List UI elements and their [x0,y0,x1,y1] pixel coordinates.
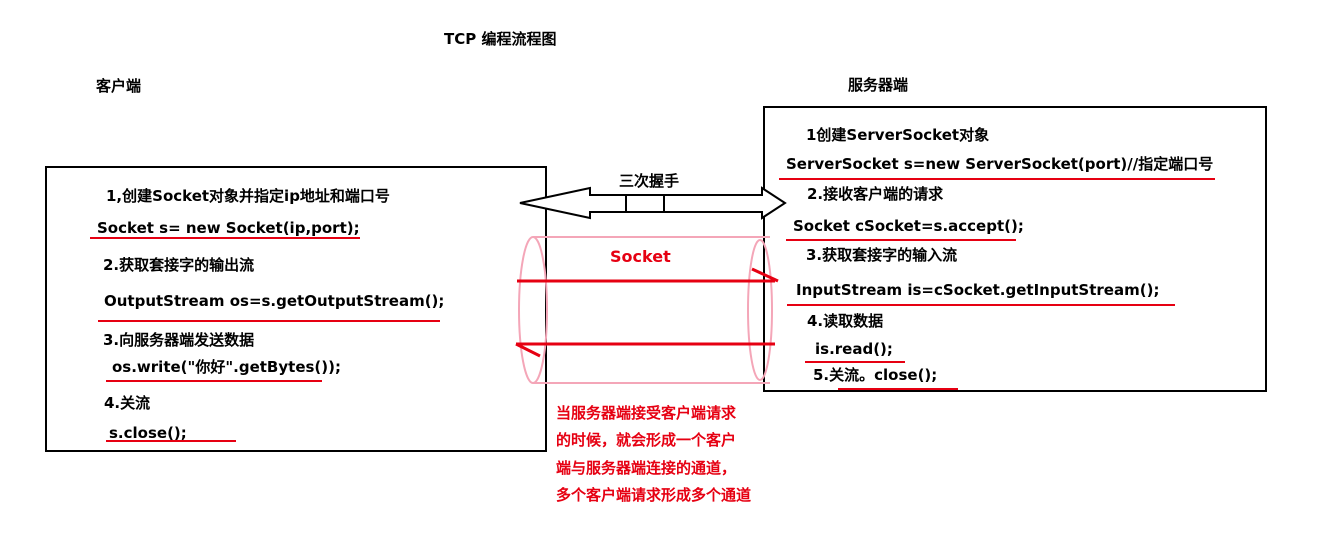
server-code-read: is.read(); [815,340,893,358]
pipe-right-end [747,239,773,381]
server-underline-3 [787,304,1175,306]
note-line-2: 的时候，就会形成一个客户 [556,431,737,449]
pipe-left-end [518,236,548,384]
server-underline-1 [779,178,1215,180]
client-underline-2 [98,320,440,322]
server-step-5: 5.关流。close(); [813,366,938,384]
server-underline-5 [838,388,958,390]
server-underline-2 [786,239,1016,241]
server-step-3: 3.获取套接字的输入流 [806,246,958,264]
server-step-1: 1创建ServerSocket对象 [806,126,990,144]
arrow-server-to-client-head [515,342,541,358]
server-underline-4 [805,361,905,363]
server-code-accept: Socket cSocket=s.accept(); [793,217,1024,235]
client-code-write: os.write("你好".getBytes()); [112,358,341,376]
client-step-3: 3.向服务器端发送数据 [103,331,255,349]
client-step-4: 4.关流 [104,394,151,412]
client-code-outputstream: OutputStream os=s.getOutputStream(); [104,292,445,310]
client-code-socket: Socket s= new Socket(ip,port); [97,219,360,237]
client-code-close: s.close(); [109,424,187,442]
client-underline-4 [106,440,236,442]
server-step-4: 4.读取数据 [807,312,884,330]
note-line-4: 多个客户端请求形成多个通道 [556,486,752,504]
handshake-arrow-center-box [625,194,665,213]
arrow-client-to-server-head [751,267,779,283]
client-heading: 客户端 [96,77,142,95]
server-code-serversocket: ServerSocket s=new ServerSocket(port)//指… [786,155,1214,173]
note-line-3: 端与服务器端连接的通道， [556,459,737,477]
client-underline-3 [106,380,322,382]
socket-label: Socket [610,247,671,266]
server-box [763,106,1267,392]
server-step-2: 2.接收客户端的请求 [807,185,944,203]
handshake-label: 三次握手 [619,172,680,190]
server-code-inputstream: InputStream is=cSocket.getInputStream(); [796,281,1160,299]
server-heading: 服务器端 [848,76,909,94]
page-title: TCP 编程流程图 [444,30,557,48]
note-line-1: 当服务器端接受客户端请求 [556,404,737,422]
client-step-2: 2.获取套接字的输出流 [103,256,255,274]
client-underline-1 [90,237,360,239]
client-step-1: 1,创建Socket对象并指定ip地址和端口号 [106,187,390,205]
